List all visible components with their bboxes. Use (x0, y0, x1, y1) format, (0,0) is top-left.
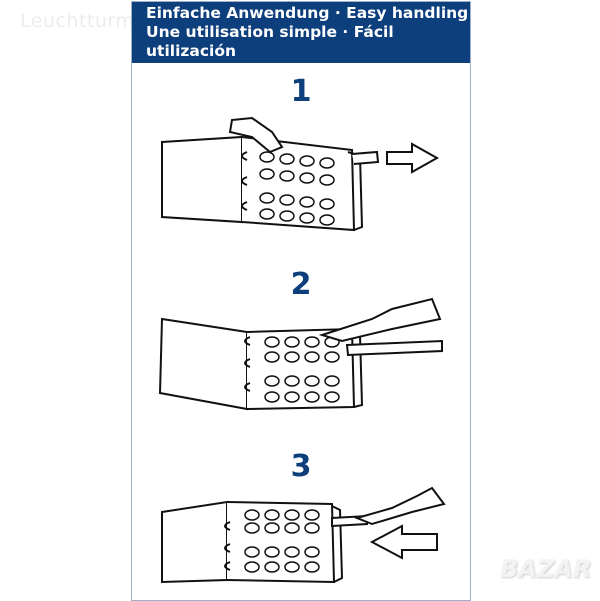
step-2-illustration (158, 297, 443, 411)
bazar-logo: BAZAR (500, 555, 591, 583)
step-1-illustration (161, 116, 440, 232)
header-banner: Einfache Anwendung · Easy handling Une u… (132, 2, 470, 63)
step-number-3: 3 (290, 449, 312, 484)
step-number-1: 1 (290, 74, 312, 109)
step-3-illustration (161, 486, 446, 584)
instruction-panel: Einfache Anwendung · Easy handling Une u… (131, 1, 471, 601)
watermark-text: Leuchtturm (20, 10, 135, 32)
header-line-1: Einfache Anwendung · Easy handling (146, 4, 469, 22)
step-number-2: 2 (290, 267, 312, 302)
bazar-logo-text: BAZAR (500, 555, 592, 583)
header-line-2: Une utilisation simple · Fácil utilizaci… (146, 23, 394, 60)
